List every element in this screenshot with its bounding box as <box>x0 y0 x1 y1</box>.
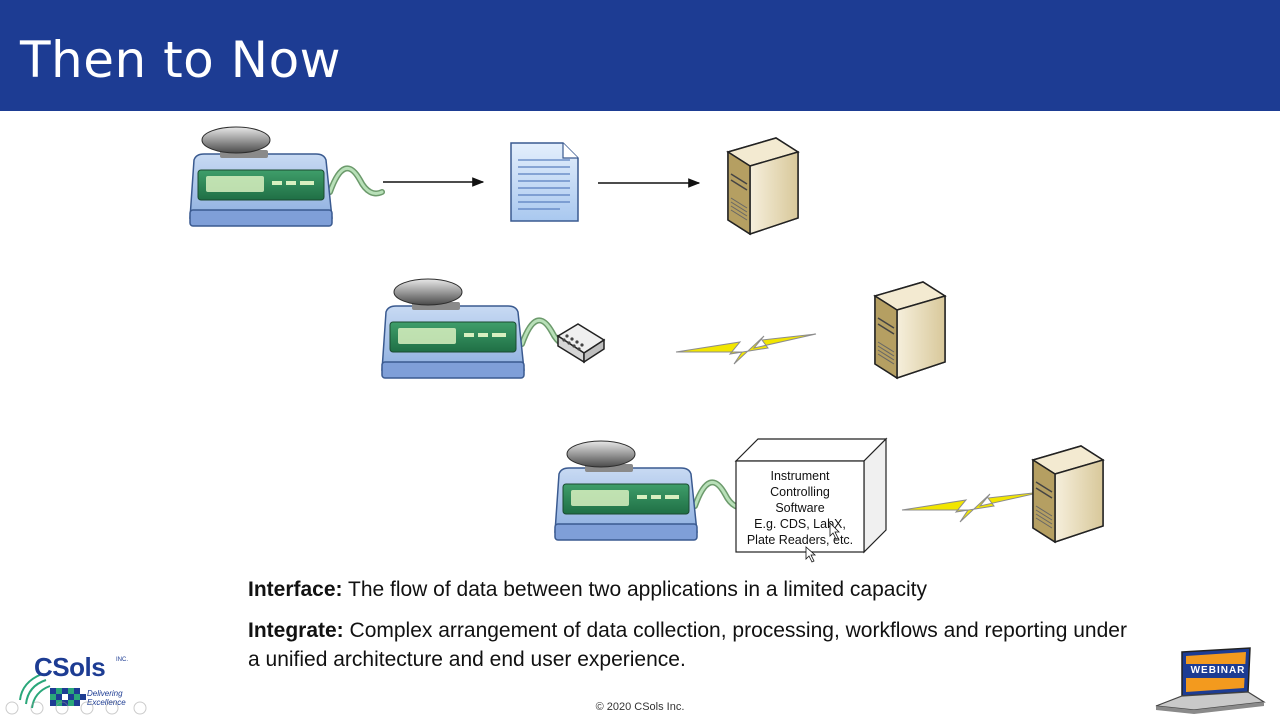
definition-term: Interface: <box>248 578 343 601</box>
definition-interface: Interface: The flow of data between two … <box>248 575 1128 604</box>
software-box: Instrument Controlling Software E.g. CDS… <box>734 437 888 554</box>
software-box-line: Software <box>775 501 824 515</box>
balance-icon <box>555 441 747 540</box>
document-icon <box>510 142 579 222</box>
server-icon <box>874 281 946 379</box>
copyright-text: © 2020 CSols Inc. <box>595 701 685 713</box>
definition-term: Integrate: <box>248 619 344 642</box>
server-icon <box>1032 445 1104 543</box>
webinar-laptop-icon <box>1155 647 1266 714</box>
brand-inc: INC. <box>116 657 128 663</box>
brand-tagline: Delivering Excellence <box>87 689 126 707</box>
wireless-lightning-icon <box>675 333 817 365</box>
balance-icon <box>190 127 382 226</box>
software-box-line: Controlling <box>770 485 830 499</box>
software-box-line: E.g. CDS, LabX, <box>754 517 846 531</box>
csols-logo-icon <box>19 673 86 709</box>
wireless-lightning-icon <box>901 491 1043 523</box>
software-box-line: Plate Readers, etc. <box>747 533 853 547</box>
definition-text: The flow of data between two application… <box>342 578 927 601</box>
server-icon <box>727 137 799 235</box>
webinar-label: WEBINAR <box>1190 665 1246 676</box>
definition-integrate: Integrate: Complex arrangement of data c… <box>248 616 1128 674</box>
balance-icon <box>382 279 574 378</box>
slide-nav-controls[interactable] <box>0 700 160 716</box>
title-bar: Then to Now <box>0 0 1280 111</box>
brand-name: CSols <box>34 652 106 682</box>
slide-title: Then to Now <box>20 31 342 89</box>
mouse-cursor-icon <box>805 522 840 563</box>
software-box-line: Instrument <box>770 469 830 483</box>
definition-text: Complex arrangement of data collection, … <box>248 619 1127 671</box>
network-adapter-icon <box>556 323 606 364</box>
